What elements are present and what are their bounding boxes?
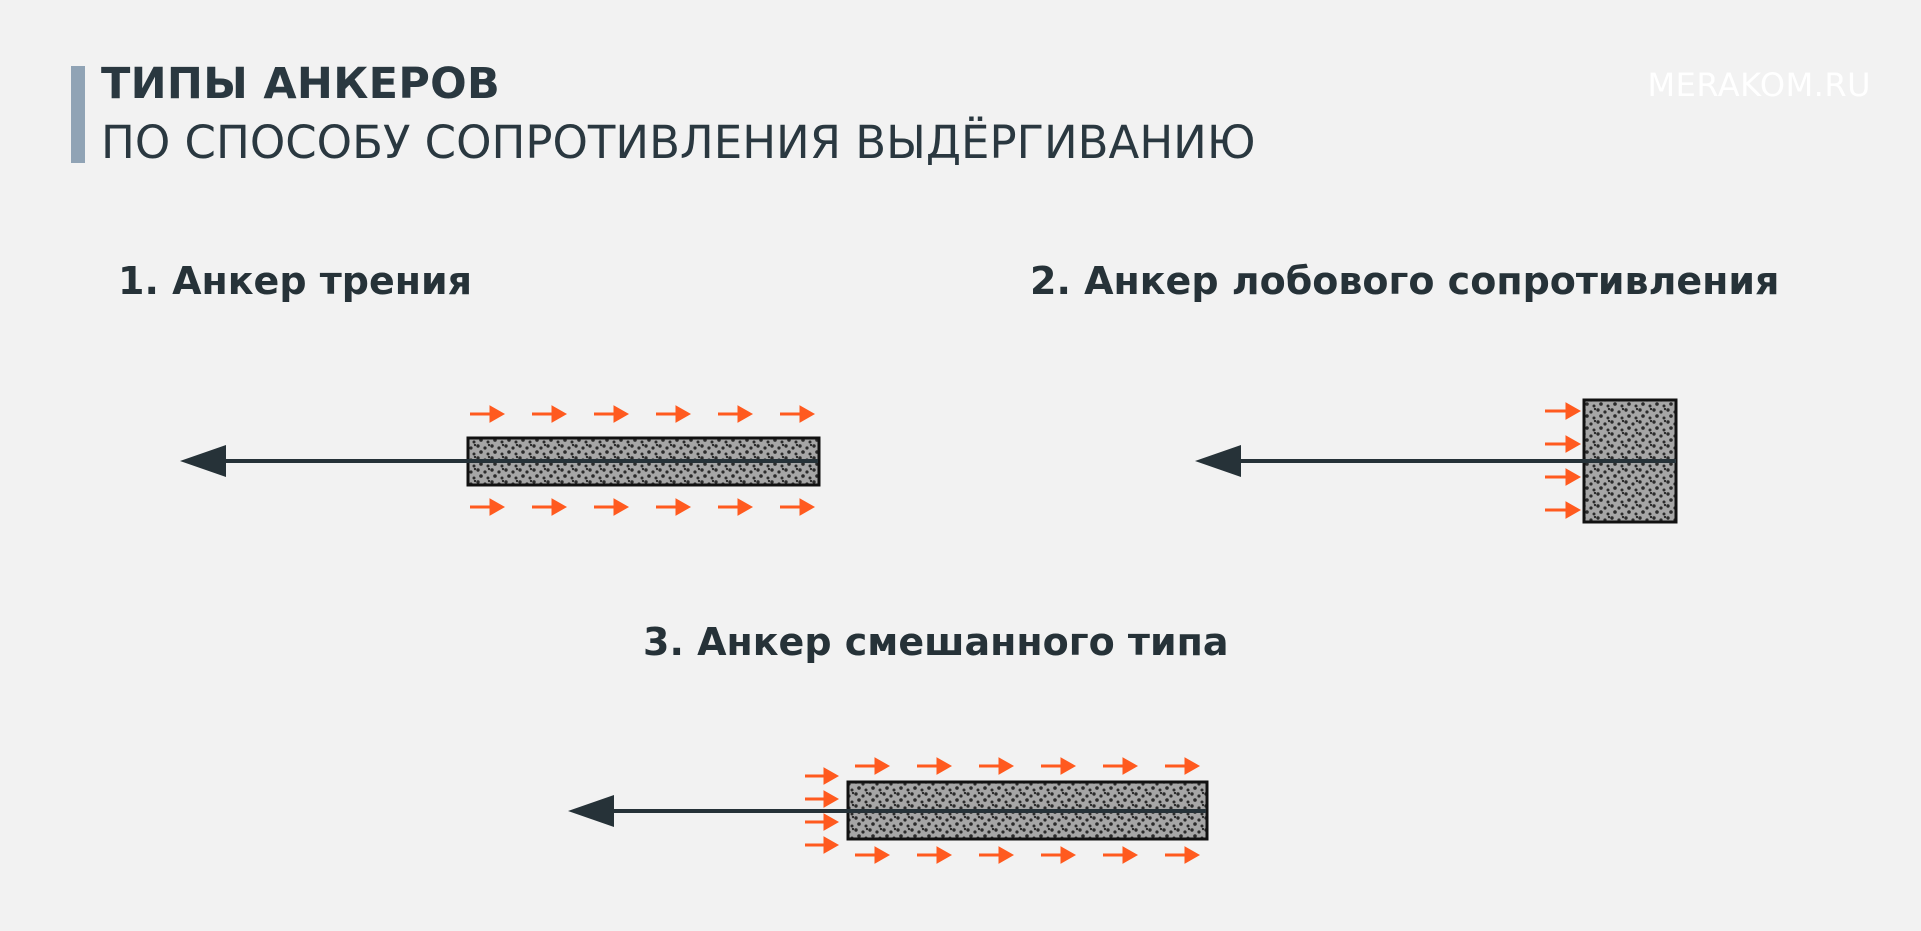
force-arrow-icon [1041, 846, 1077, 864]
force-arrow-icon [805, 813, 840, 831]
header-accent-bar [71, 66, 85, 163]
force-arrow-icon [979, 846, 1015, 864]
force-arrow-icon [780, 405, 816, 423]
force-arrow-icon [805, 836, 840, 854]
mixed-force-arrows-top [855, 757, 1201, 775]
force-arrow-icon [1545, 435, 1582, 453]
pull-arrowhead-icon [180, 445, 226, 477]
force-arrow-icon [718, 498, 754, 516]
force-arrow-icon [855, 757, 891, 775]
force-arrow-icon [532, 405, 568, 423]
force-arrow-icon [917, 757, 953, 775]
anchor-friction-label: 1. Анкер трения [118, 259, 473, 303]
force-arrow-icon [855, 846, 891, 864]
force-arrow-icon [780, 498, 816, 516]
friction-force-arrows-top [470, 405, 816, 423]
force-arrow-icon [1041, 757, 1077, 775]
force-arrow-icon [656, 405, 692, 423]
mixed-anchor-diagram [568, 757, 1209, 864]
force-arrow-icon [1103, 846, 1139, 864]
page-title: ТИПЫ АНКЕРОВ [101, 59, 501, 109]
force-arrow-icon [594, 498, 630, 516]
force-arrow-icon [532, 498, 568, 516]
force-arrow-icon [470, 498, 506, 516]
mixed-grout-body [846, 780, 1209, 841]
force-arrow-icon [979, 757, 1015, 775]
force-arrow-icon [1545, 501, 1582, 519]
bearing-force-arrows [1545, 402, 1582, 519]
watermark: MERAKOM.RU [1647, 66, 1871, 104]
anchor-mixed-label: 3. Анкер смешанного типа [643, 620, 1229, 664]
force-arrow-icon [1545, 468, 1582, 486]
bearing-grout-body [1582, 398, 1678, 524]
friction-grout-body [466, 436, 821, 487]
friction-anchor-diagram [180, 405, 821, 516]
force-arrow-icon [805, 790, 840, 808]
pull-arrowhead-icon [568, 795, 614, 827]
force-arrow-icon [1165, 846, 1201, 864]
force-arrow-icon [718, 405, 754, 423]
force-arrow-icon [805, 767, 840, 785]
mixed-force-arrows-bottom [855, 846, 1201, 864]
anchor-bearing-label: 2. Анкер лобового сопротивления [1030, 259, 1780, 303]
bearing-anchor-diagram [1195, 398, 1678, 524]
friction-force-arrows-bottom [470, 498, 816, 516]
page-subtitle: ПО СПОСОБУ СОПРОТИВЛЕНИЯ ВЫДЁРГИВАНИЮ [101, 116, 1256, 169]
force-arrow-icon [594, 405, 630, 423]
force-arrow-icon [917, 846, 953, 864]
force-arrow-icon [470, 405, 506, 423]
force-arrow-icon [1545, 402, 1582, 420]
pull-arrowhead-icon [1195, 445, 1241, 477]
force-arrow-icon [1165, 757, 1201, 775]
force-arrow-icon [656, 498, 692, 516]
mixed-force-arrows-front [805, 767, 840, 854]
force-arrow-icon [1103, 757, 1139, 775]
